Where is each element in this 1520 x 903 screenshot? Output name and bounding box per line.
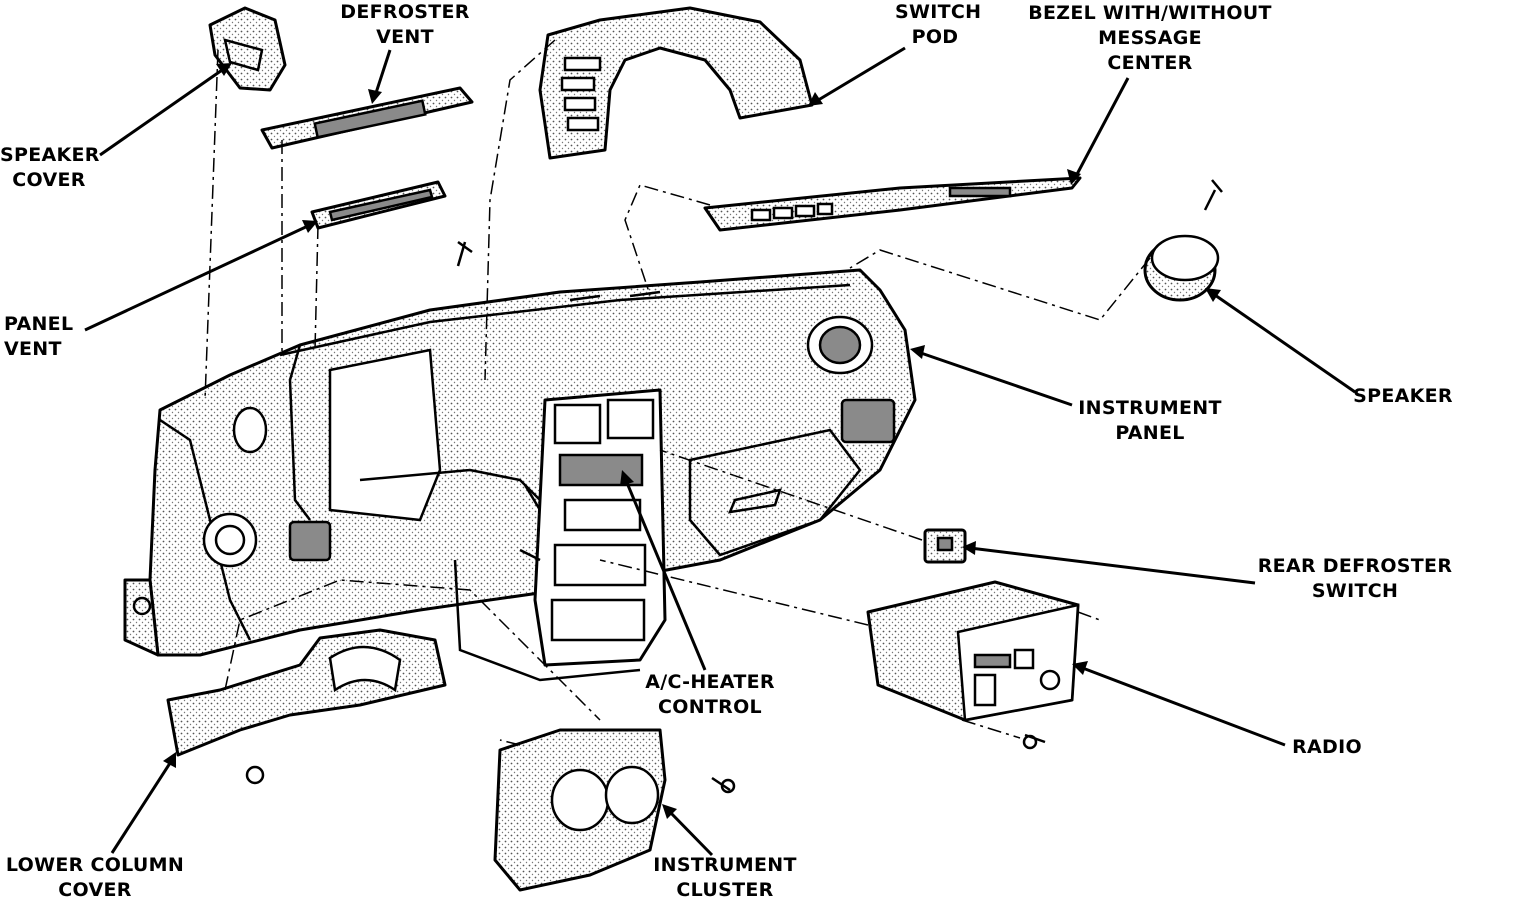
label-line: SPEAKER xyxy=(0,144,100,166)
lower-column-cover-part xyxy=(166,628,447,785)
label-line: REAR DEFROSTER xyxy=(1257,555,1453,577)
defroster-vent-part xyxy=(260,86,474,150)
label-line: RADIO xyxy=(1292,736,1362,758)
switch-pod-part xyxy=(538,6,814,160)
label-line: CLUSTER xyxy=(676,879,774,901)
label-speaker-cover: SPEAKER COVER xyxy=(0,143,100,193)
label-switch-pod: SWITCH POD xyxy=(895,0,982,50)
label-line: CONTROL xyxy=(658,696,762,718)
label-bezel: BEZEL WITH/WITHOUT MESSAGE CENTER xyxy=(1020,1,1280,76)
label-panel-vent: PANEL VENT xyxy=(4,312,84,362)
leader-lines xyxy=(84,46,1356,857)
speaker-cover-part xyxy=(208,6,287,92)
instrument-panel-part xyxy=(123,268,917,682)
label-line: LOWER COLUMN xyxy=(5,854,185,876)
label-speaker: SPEAKER xyxy=(1348,384,1458,409)
label-line: PANEL xyxy=(1115,422,1185,444)
label-line: VENT xyxy=(376,26,434,48)
label-line: COVER xyxy=(58,879,132,901)
label-instrument-cluster: INSTRUMENT CLUSTER xyxy=(645,853,805,903)
label-line: SPEAKER xyxy=(1353,385,1453,407)
label-line: SWITCH xyxy=(895,1,982,23)
panel-vent-part xyxy=(310,180,447,230)
alignment-lines xyxy=(204,39,1151,746)
label-line: INSTRUMENT xyxy=(1078,397,1222,419)
bezel-part xyxy=(703,176,1082,232)
instrument-cluster-part xyxy=(493,728,736,892)
label-rear-defroster-switch: REAR DEFROSTER SWITCH xyxy=(1255,554,1455,604)
label-line: BEZEL WITH/WITHOUT xyxy=(1028,2,1272,24)
label-line: SWITCH xyxy=(1311,580,1399,602)
screw-icon xyxy=(456,240,542,562)
label-line: VENT xyxy=(4,338,62,360)
label-line: A/C-HEATER xyxy=(645,671,775,693)
label-lower-column-cover: LOWER COLUMN COVER xyxy=(0,853,190,903)
label-line: CENTER xyxy=(1107,52,1193,74)
label-line: PANEL xyxy=(4,313,74,335)
radio-part xyxy=(866,580,1080,750)
label-radio: RADIO xyxy=(1282,735,1372,760)
speaker-part xyxy=(1143,179,1223,302)
rear-defroster-switch-part xyxy=(923,528,967,564)
label-line: MESSAGE xyxy=(1098,27,1202,49)
label-line: POD xyxy=(911,26,959,48)
label-line: COVER xyxy=(12,169,86,191)
label-line: DEFROSTER xyxy=(340,1,470,23)
label-ac-heater-control: A/C-HEATER CONTROL xyxy=(640,670,780,720)
label-defroster-vent: DEFROSTER VENT xyxy=(330,0,480,50)
label-instrument-panel: INSTRUMENT PANEL xyxy=(1070,396,1230,446)
label-line: INSTRUMENT xyxy=(653,854,797,876)
